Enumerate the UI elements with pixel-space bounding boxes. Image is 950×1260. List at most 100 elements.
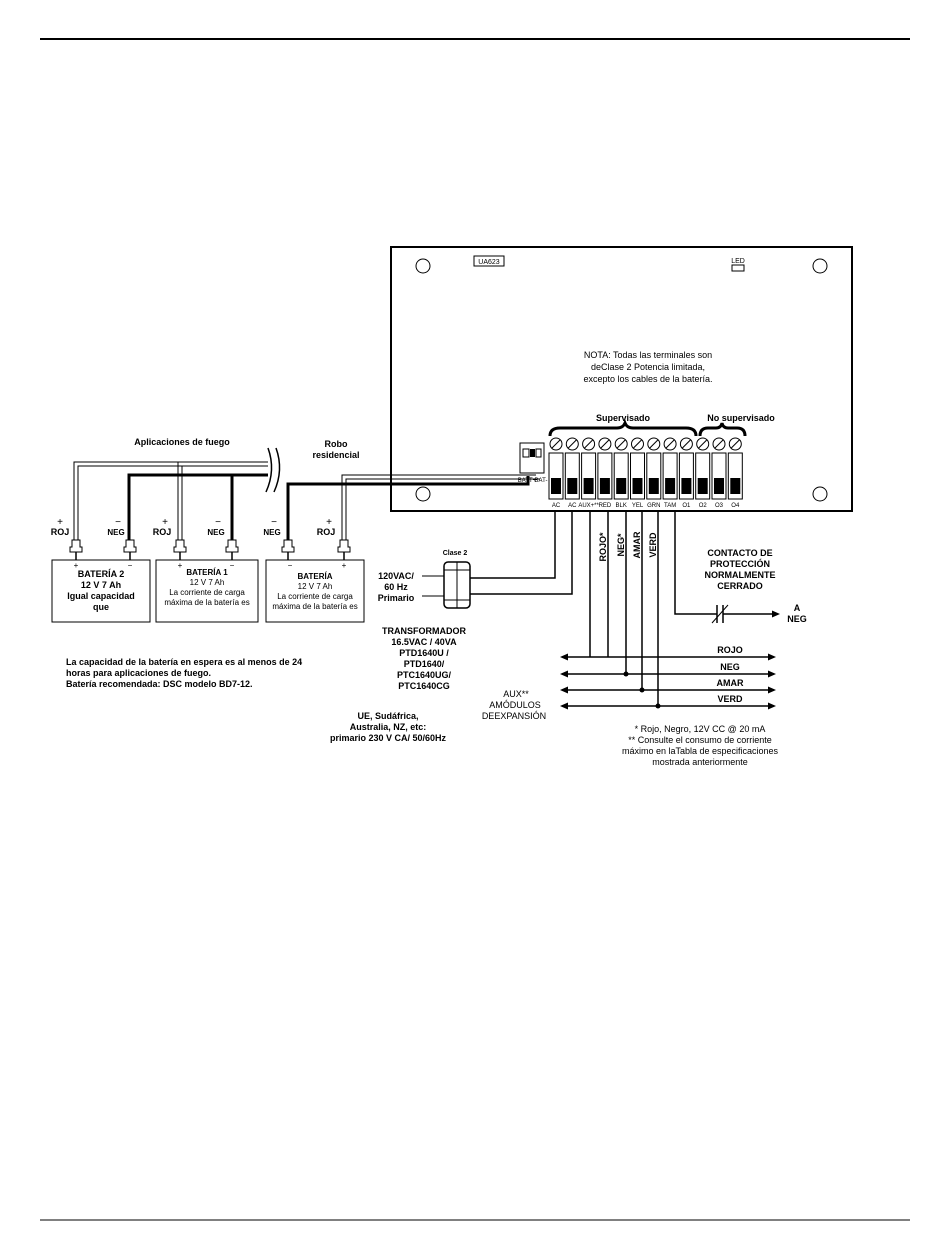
transformer-model-5: PTC1640UG/ xyxy=(397,670,452,680)
b2-term-plus: + xyxy=(74,561,79,570)
fire-black-wire xyxy=(127,473,268,540)
mount-hole xyxy=(415,486,431,502)
transformer-intl-3: primario 230 V CA/ 50/60Hz xyxy=(330,733,447,743)
terminal-label: YEL xyxy=(632,503,644,509)
bus-label-neg: NEG xyxy=(720,662,740,672)
board-note-line-2: deClase 2 Potencia limitada, xyxy=(591,362,705,372)
terminal: GRN xyxy=(646,437,662,509)
battery-terminal-lug xyxy=(69,539,83,560)
battery-3-line-2: 12 V 7 Ah xyxy=(298,582,333,591)
bus-label-verd: VERD xyxy=(717,694,743,704)
robo-red-wire xyxy=(345,478,540,540)
fire-red-wire xyxy=(73,461,268,540)
battery-1-line-1: BATERÍA 1 xyxy=(186,568,228,577)
transformer-model-3: PTD1640U / xyxy=(399,648,449,658)
transformer-model-6: PTC1640CG xyxy=(398,681,450,691)
battery-3: BATERÍA 12 V 7 Ah La corriente de carga … xyxy=(265,559,365,623)
contact-title-2: PROTECCIÓN xyxy=(710,558,770,569)
battery-1-line-2: 12 V 7 Ah xyxy=(190,578,225,587)
battery-terminal-lug xyxy=(281,539,295,560)
battery-1: BATERÍA 1 12 V 7 Ah La corriente de carg… xyxy=(155,559,259,623)
battery-3-line-3: La corriente de carga xyxy=(277,592,353,601)
contact-to-neg: NEG xyxy=(787,614,807,624)
aux-label-2: AMÓDULOS xyxy=(489,700,541,710)
battery-connector-neg: BAT- xyxy=(535,478,548,484)
mount-hole xyxy=(812,486,828,502)
terminal-label: O2 xyxy=(699,503,708,509)
battery-2: BATERÍA 2 12 V 7 Ah Igual capacidad que … xyxy=(51,559,151,623)
transformer-symbol xyxy=(422,510,573,609)
b1-roj: ROJ xyxy=(153,527,172,537)
expansion-bus xyxy=(560,653,776,710)
mount-hole xyxy=(812,258,828,274)
robo-black-wire xyxy=(286,476,530,540)
transformer-primary-1: 120VAC/ xyxy=(378,571,414,581)
bus-label-amar: AMAR xyxy=(717,678,744,688)
b1-term-plus: + xyxy=(178,561,183,570)
transformer-primary-2: 60 Hz xyxy=(384,582,408,592)
battery-2-line-3: Igual capacidad xyxy=(67,591,135,601)
contact-to-a: A xyxy=(794,603,801,613)
terminal-label: TAM xyxy=(664,503,676,509)
battery-1-line-3: La corriente de carga xyxy=(169,588,245,597)
protection-contact-symbol xyxy=(674,510,780,624)
b2-plus: + xyxy=(57,517,63,528)
terminal: AC xyxy=(564,437,580,509)
aux-vert-rojo: ROJO* xyxy=(598,532,608,562)
terminal-label: AC xyxy=(552,503,561,509)
b3-term-minus: − xyxy=(288,561,293,570)
terminal: O3 xyxy=(711,437,727,509)
terminal: RED xyxy=(597,437,613,509)
bus-label-rojo: ROJO xyxy=(717,645,743,655)
mount-hole xyxy=(415,258,431,274)
b2-term-minus: − xyxy=(128,561,133,570)
transformer-intl-1: UE, Sudáfrica, xyxy=(357,711,418,721)
terminal-label: AUX+** xyxy=(578,503,599,509)
terminal: TAM xyxy=(662,437,678,509)
b3-neg: NEG xyxy=(263,528,280,537)
b1-neg: NEG xyxy=(207,528,224,537)
cable-break-mark xyxy=(265,447,273,493)
board-note-line-1: NOTA: Todas las terminales son xyxy=(584,350,712,360)
battery-lugs xyxy=(69,539,351,560)
terminal: AUX+** xyxy=(578,437,600,509)
battery-1-line-4: máxima de la batería es xyxy=(164,598,249,607)
battery-2-line-4: que xyxy=(93,602,109,612)
board-model-label: UA623 xyxy=(478,259,500,266)
b2-roj: ROJ xyxy=(51,527,70,537)
supervised-brace xyxy=(548,418,698,437)
supervised-label: Supervisado xyxy=(596,413,651,423)
battery-note-line-3: Batería recomendada: DSC modelo BD7-12. xyxy=(66,679,253,689)
terminal: O2 xyxy=(695,437,711,509)
battery-terminal-lug xyxy=(173,539,187,560)
battery-2-line-1: BATERÍA 2 xyxy=(78,569,125,579)
terminal: O4 xyxy=(727,437,743,509)
unsupervised-brace xyxy=(698,422,747,437)
fire-red-wire xyxy=(77,465,268,540)
battery-note-line-2: horas para aplicaciones de fuego. xyxy=(66,668,211,678)
b1-plus: + xyxy=(162,517,168,528)
robo-label-line-2: residencial xyxy=(312,450,359,460)
footnote-line-1: * Rojo, Negro, 12V CC @ 20 mA xyxy=(635,724,766,734)
footnote-line-4: mostrada anteriormente xyxy=(652,757,748,767)
battery-note-line-1: La capacidad de la batería en espera es … xyxy=(66,657,302,667)
b1-minus: − xyxy=(215,517,221,528)
aux-vert-neg: NEG* xyxy=(616,533,626,557)
transformer-model-1: TRANSFORMADOR xyxy=(382,626,466,636)
b1-term-minus: − xyxy=(230,561,235,570)
terminal: AC xyxy=(548,437,564,509)
battery-3-line-1: BATERÍA xyxy=(298,572,333,581)
terminal-label: AC xyxy=(568,503,577,509)
b2-neg: NEG xyxy=(107,528,124,537)
aux-vert-verd: VERD xyxy=(648,532,658,558)
b3-term-plus: + xyxy=(342,561,347,570)
battery-terminal-lug xyxy=(225,539,239,560)
aux-label-1: AUX** xyxy=(503,689,529,699)
aux-vert-amar: AMAR xyxy=(632,531,642,558)
terminal-label: O3 xyxy=(715,503,724,509)
footnote-line-3: máximo en laTabla de especificaciones xyxy=(622,746,779,756)
robo-red-wire xyxy=(341,474,536,540)
footnote-line-2: ** Consulte el consumo de corriente xyxy=(628,735,772,745)
transformer-primary-3: Primario xyxy=(378,593,415,603)
